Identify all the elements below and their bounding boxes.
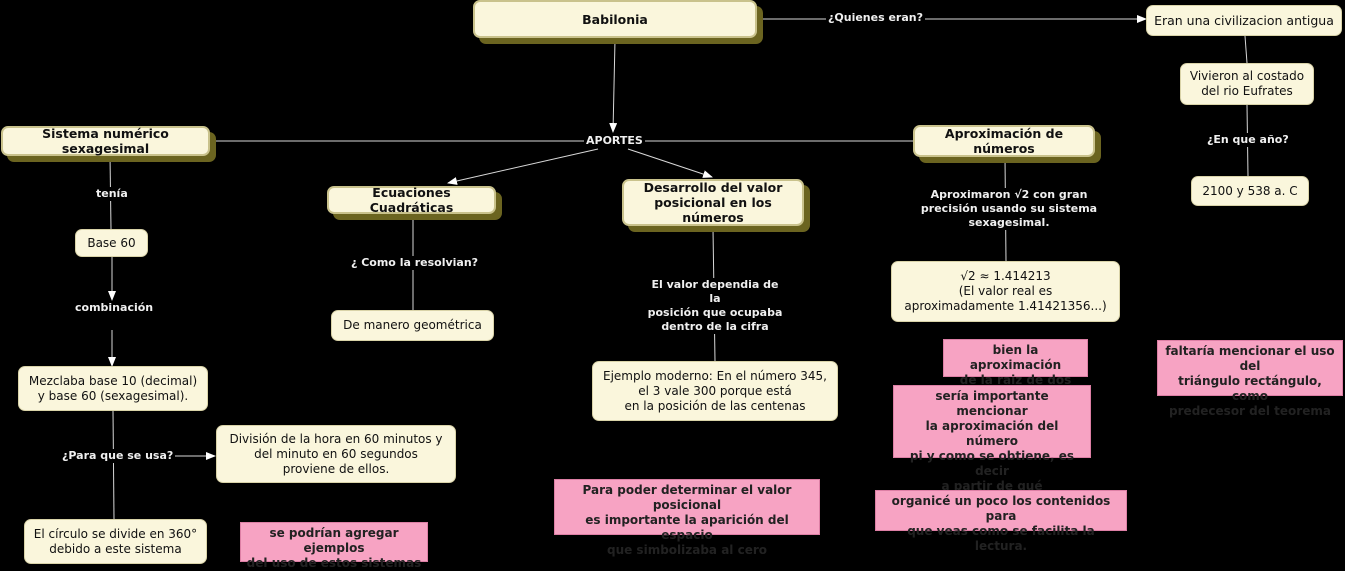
concept-aproximacion-numeros[interactable]: Aproximación de números <box>913 125 1095 157</box>
label-combinacion: combinación <box>73 301 156 315</box>
node-ejemplo-moderno[interactable]: Ejemplo moderno: En el número 345, el 3 … <box>592 361 838 421</box>
concept-babilonia[interactable]: Babilonia <box>473 0 757 38</box>
label-para-que-se-usa: ¿Para que se usa? <box>60 449 176 463</box>
node-mezclaba-bases[interactable]: Mezclaba base 10 (decimal) y base 60 (se… <box>18 366 208 411</box>
note-triangulo-rectangulo[interactable]: faltaría mencionar el uso del triángulo … <box>1157 340 1343 418</box>
label-aportes: APORTES <box>584 134 645 148</box>
node-rio-eufrates[interactable]: Vivieron al costado del rio Eufrates <box>1180 63 1314 105</box>
node-circulo-360[interactable]: El círculo se divide en 360° debido a es… <box>24 519 207 564</box>
note-organice-contenidos[interactable]: organicé un poco los contenidos para que… <box>875 490 1127 553</box>
note-agregar-ejemplos[interactable]: se podrían agregar ejemplos del uso de e… <box>240 522 428 570</box>
concept-valor-posicional[interactable]: Desarrollo del valor posicional en los n… <box>622 179 804 226</box>
label-aproximaron-raiz: Aproximaron √2 con gran precisión usando… <box>882 188 1136 230</box>
label-quienes-eran: ¿Quienes eran? <box>826 11 925 25</box>
concept-sistema-sexagesimal[interactable]: Sistema numérico sexagesimal <box>1 126 210 156</box>
label-valor-dependia: El valor dependia de la posición que ocu… <box>645 278 785 334</box>
label-como-resolvian: ¿ Como la resolvian? <box>349 256 481 270</box>
node-fecha[interactable]: 2100 y 538 a. C <box>1191 176 1309 206</box>
node-manera-geometrica[interactable]: De manero geométrica <box>331 310 494 341</box>
label-en-que-anio: ¿En que año? <box>1205 133 1291 147</box>
note-simbolo-cero[interactable]: Para poder determinar el valor posiciona… <box>554 479 820 557</box>
note-numero-pi[interactable]: sería importante mencionar la aproximaci… <box>893 385 1091 508</box>
note-raiz-de-dos[interactable]: bien la aproximación de la raiz de dos <box>943 339 1088 387</box>
node-base-60[interactable]: Base 60 <box>75 229 148 257</box>
label-tenia: tenía <box>94 187 130 201</box>
node-division-hora[interactable]: División de la hora en 60 minutos y del … <box>216 425 456 483</box>
node-civilizacion-antigua[interactable]: Eran una civilizacion antigua <box>1146 5 1342 36</box>
concept-ecuaciones-cuadraticas[interactable]: Ecuaciones Cuadráticas <box>327 185 496 215</box>
node-raiz-dos[interactable]: √2 ≈ 1.414213 (El valor real es aproxima… <box>891 261 1120 322</box>
